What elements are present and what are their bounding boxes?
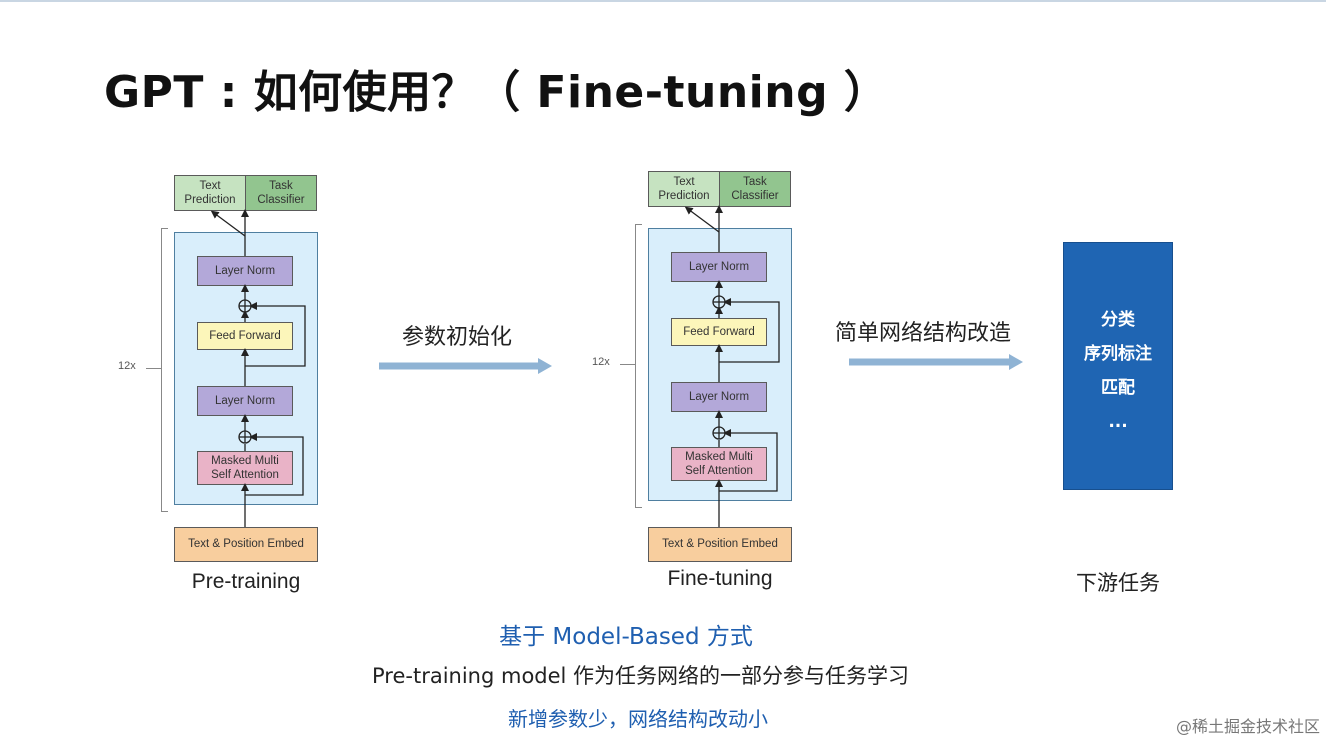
task-classification: 分类 (1101, 310, 1135, 330)
layer-norm-top: Layer Norm (197, 256, 293, 286)
feed-forward-box: Feed Forward (671, 318, 767, 346)
masked-self-attention-box: Masked Multi Self Attention (197, 451, 293, 485)
finetuning-caption: Fine-tuning (667, 567, 773, 590)
text-prediction-box: Text Prediction (648, 171, 720, 207)
repeat-bracket (161, 228, 168, 512)
layer-norm-bottom: Layer Norm (671, 382, 767, 412)
text-position-embed-box: Text & Position Embed (648, 527, 792, 562)
task-sequence-labeling: 序列标注 (1084, 344, 1152, 364)
top-border (0, 0, 1326, 2)
task-ellipsis: ... (1108, 412, 1128, 432)
feed-forward-box: Feed Forward (197, 322, 293, 350)
watermark: @稀土掘金技术社区 (1175, 717, 1320, 736)
layer-norm-top: Layer Norm (671, 252, 767, 282)
downstream-tasks-box: 分类 序列标注 匹配 ... (1063, 242, 1173, 490)
init-arrow-label: 参数初始化 (402, 325, 513, 350)
pretraining-diagram: 12x Text Prediction Task Classifier Laye… (118, 0, 349, 600)
downstream-caption: 下游任务 (1076, 571, 1160, 595)
repeat-bracket (635, 224, 642, 508)
layer-norm-bottom: Layer Norm (197, 386, 293, 416)
footer-line-2: Pre-training model 作为任务网络的一部分参与任务学习 (372, 664, 910, 688)
masked-self-attention-box: Masked Multi Self Attention (671, 447, 767, 481)
slide-title: GPT : 如何使用？（ Fine-tuning ） (104, 67, 889, 118)
task-classifier-box: Task Classifier (719, 171, 791, 207)
text-position-embed-box: Text & Position Embed (174, 527, 318, 562)
repeat-label: 12x (118, 360, 136, 372)
footer-line-1: 基于 Model-Based 方式 (0, 617, 1326, 651)
footer-line-3: 新增参数少，网络结构改动小 (508, 707, 768, 731)
repeat-label: 12x (592, 356, 610, 368)
pretraining-caption: Pre-training (191, 570, 301, 593)
repeat-tick (620, 364, 635, 365)
modify-arrow-label: 简单网络结构改造 (835, 321, 1012, 346)
footer-line-1-text: 基于 Model-Based 方式 (499, 624, 753, 650)
pretraining-connectors (210, 209, 306, 527)
finetuning-connectors (684, 205, 780, 527)
task-classifier-box: Task Classifier (245, 175, 317, 211)
repeat-tick (146, 368, 161, 369)
task-matching: 匹配 (1101, 378, 1135, 398)
finetuning-diagram: 12x Text Prediction Task Classifier Laye… (592, 0, 823, 596)
text-prediction-box: Text Prediction (174, 175, 246, 211)
